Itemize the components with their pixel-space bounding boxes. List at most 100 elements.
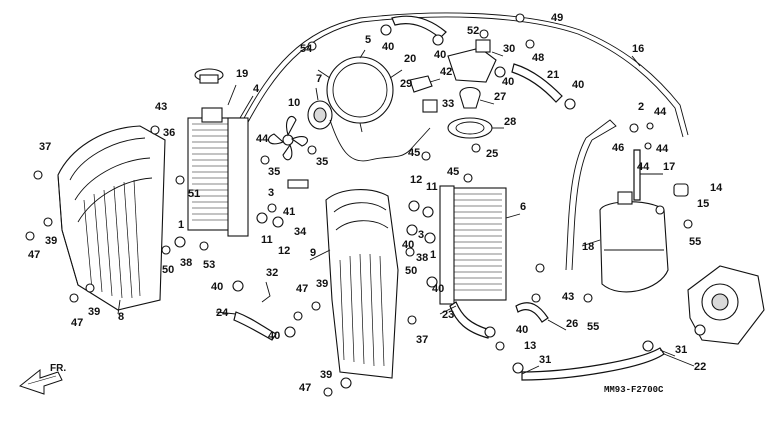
part-number-c18: 18 [582,241,594,253]
part-number-c14: 14 [710,182,723,194]
part-number-c36: 36 [163,127,175,139]
part-number-c16: 16 [632,43,644,55]
part-number-c50b: 50 [405,265,417,277]
part-number-c42: 42 [440,66,452,78]
part-number-c44a: 44 [256,133,269,145]
part-number-c38a: 38 [180,257,192,269]
part-number-c29: 29 [400,78,412,90]
part-number-c52: 52 [467,25,479,37]
part-number-c47d: 47 [299,382,311,394]
part-number-c46: 46 [612,142,624,154]
part-number-c55b: 55 [587,321,599,333]
hose-22 [521,347,665,381]
part-number-c12a: 12 [278,245,290,257]
part-number-c47c: 47 [296,283,308,295]
part-number-c37b: 37 [416,334,428,346]
part-number-c39a: 39 [45,235,57,247]
part-number-c41: 41 [283,206,295,218]
part-number-c44d: 44 [637,161,650,173]
part-number-c17: 17 [663,161,675,173]
part-number-c1b: 1 [430,249,436,261]
part-number-c9: 9 [310,247,316,259]
part-number-c21: 21 [547,69,559,81]
part-number-c19: 19 [236,68,248,80]
part-number-c11b: 11 [426,181,438,193]
part-number-c44c: 44 [656,143,669,155]
part-number-c33: 33 [442,98,454,110]
left-radiator-shroud [57,125,166,311]
fan-shroud [317,56,403,133]
part-number-c48: 48 [532,52,544,64]
part-number-c32: 32 [266,267,278,279]
hose-21 [511,63,563,103]
part-number-c40i: 40 [516,324,528,336]
overflow-hose [242,12,689,136]
part-number-c5: 5 [365,34,371,46]
part-number-c40f: 40 [268,330,280,342]
part-number-c43a: 43 [155,101,167,113]
hose-26 [515,302,549,323]
part-number-c2: 2 [638,101,644,113]
fan-motor [307,100,333,130]
hose-20 [391,15,447,39]
part-number-c45a: 45 [408,147,420,159]
part-number-c40e: 40 [211,281,223,293]
hose-24 [233,311,277,341]
part-number-c23: 23 [442,309,454,321]
part-number-c35a: 35 [268,166,280,178]
hose-23 [449,301,491,339]
part-number-c28: 28 [504,116,516,128]
part-number-c35b: 35 [316,156,328,168]
thermostat-housing [447,39,497,139]
part-number-c30: 30 [503,43,515,55]
part-number-c22: 22 [694,361,706,373]
part-number-c1a: 1 [178,219,184,231]
part-number-c12b: 12 [410,174,422,186]
part-number-c47a: 47 [28,249,40,261]
right-radiator [439,185,507,305]
part-number-c53: 53 [203,259,215,271]
part-number-c4: 4 [253,83,260,95]
part-number-c40h: 40 [432,283,444,295]
part-number-c27: 27 [494,91,506,103]
water-pump [687,265,765,345]
part-number-c47b: 47 [71,317,83,329]
part-number-c44b: 44 [654,106,667,118]
part-number-c39d: 39 [320,369,332,381]
part-number-c11a: 11 [261,234,273,246]
part-number-c51: 51 [188,188,200,200]
right-radiator-shroud [325,189,399,379]
callout-labels: 1123345678910111112121314151617181920212… [28,12,723,394]
fasteners [25,13,693,397]
left-radiator [187,107,249,237]
part-number-c24: 24 [216,307,229,319]
part-number-c10: 10 [288,97,300,109]
reserve-tank [599,191,669,293]
part-number-c15: 15 [697,198,709,210]
part-number-c31a: 31 [539,354,551,366]
radiator-cap [194,68,224,84]
part-number-c3b: 3 [418,229,424,241]
part-number-c31b: 31 [675,344,687,356]
part-number-c40c: 40 [502,76,514,88]
part-number-c20: 20 [404,53,416,65]
part-number-c55a: 55 [689,236,701,248]
part-number-c39b: 39 [88,306,100,318]
part-number-c7: 7 [316,73,322,85]
part-number-c40b: 40 [434,49,446,61]
part-number-c39c: 39 [316,278,328,290]
part-number-c40g: 40 [402,239,414,251]
front-direction-arrow [18,368,63,395]
part-number-c40d: 40 [572,79,584,91]
part-number-c34: 34 [294,226,307,238]
part-number-c50a: 50 [162,264,174,276]
part-number-c40a: 40 [382,41,394,53]
part-number-c49: 49 [551,12,563,24]
part-number-c25: 25 [486,148,498,160]
tank-cap [673,183,689,197]
part-number-c54: 54 [300,43,313,55]
part-number-c45b: 45 [447,166,459,178]
part-number-c8: 8 [118,311,124,323]
part-number-c26: 26 [566,318,578,330]
